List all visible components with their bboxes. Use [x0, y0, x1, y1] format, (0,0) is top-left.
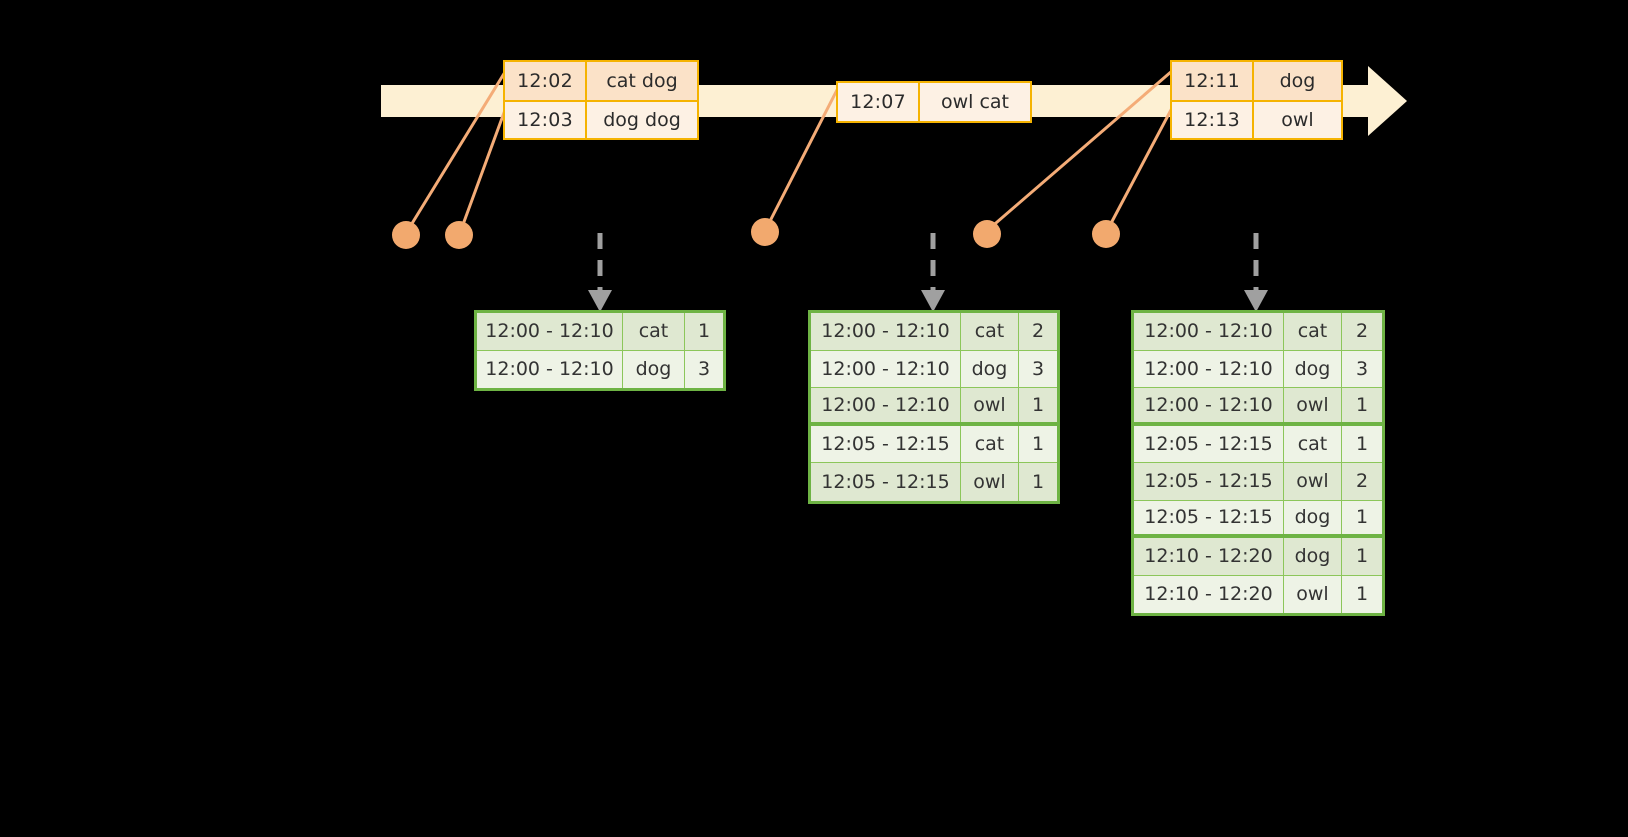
table-row[interactable]: 12:10 - 12:20 dog 1: [1134, 538, 1382, 576]
table-row[interactable]: 12:05 - 12:15 cat 1: [811, 425, 1057, 463]
cell-count: 1: [1355, 583, 1369, 606]
cell-window: 12:05 - 12:15: [811, 463, 961, 501]
connector-line-1: [406, 71, 507, 231]
result-table-3[interactable]: 12:00 - 12:10 cat 2 12:00 - 12:10 dog 3 …: [1131, 310, 1385, 616]
cell-key: owl: [1284, 388, 1342, 422]
cell-window: 12:05 - 12:15: [811, 425, 961, 462]
event-time: 12:03: [505, 102, 587, 138]
event-dot: [1092, 220, 1120, 248]
event-group-1[interactable]: 12:02 cat dog 12:03 dog dog: [503, 60, 699, 140]
cell-count: 1: [697, 320, 711, 343]
cell-key: owl: [1284, 575, 1342, 613]
table-row[interactable]: 12:00 - 12:10 owl 1: [1134, 388, 1382, 426]
table-row[interactable]: 12:05 - 12:15 dog 1: [1134, 500, 1382, 538]
connector-line-3: [765, 87, 840, 228]
timeline-arrowhead: [1368, 66, 1407, 136]
cell-window: 12:10 - 12:20: [1134, 575, 1284, 613]
event-dot: [445, 221, 473, 249]
cell-key: owl: [961, 388, 1019, 422]
cell-count: 1: [1355, 506, 1369, 529]
cell-count: 3: [1031, 357, 1045, 380]
event-words: owl: [1281, 109, 1314, 131]
cell-count: 1: [1355, 432, 1369, 455]
cell-window: 12:00 - 12:10: [477, 313, 623, 350]
cell-count: 2: [1031, 320, 1045, 343]
cell-count: 2: [1355, 320, 1369, 343]
cell-window: 12:00 - 12:10: [811, 388, 961, 422]
dashed-arrow-head-2: [921, 290, 945, 312]
cell-window: 12:05 - 12:15: [1134, 500, 1284, 534]
event-row[interactable]: 12:11 dog: [1172, 62, 1341, 100]
event-group-2[interactable]: 12:07 owl cat: [836, 81, 1032, 123]
table-row[interactable]: 12:05 - 12:15 owl 2: [1134, 463, 1382, 501]
cell-window: 12:00 - 12:10: [1134, 388, 1284, 422]
event-time: 12:13: [1172, 102, 1254, 138]
cell-window: 12:00 - 12:10: [1134, 313, 1284, 350]
cell-key: cat: [961, 313, 1019, 350]
dashed-arrow-heads: [588, 290, 1268, 312]
cell-key: cat: [1284, 425, 1342, 462]
cell-count: 2: [1355, 470, 1369, 493]
event-time: 12:02: [505, 62, 587, 100]
event-words: dog: [1279, 70, 1316, 92]
cell-key: cat: [1284, 313, 1342, 350]
table-row[interactable]: 12:00 - 12:10 dog 3: [1134, 350, 1382, 388]
cell-key: dog: [623, 350, 685, 388]
event-group-3[interactable]: 12:11 dog 12:13 owl: [1170, 60, 1343, 140]
cell-count: 1: [1031, 432, 1045, 455]
table-row[interactable]: 12:10 - 12:20 owl 1: [1134, 575, 1382, 613]
event-time: 12:11: [1172, 62, 1254, 100]
table-row[interactable]: 12:00 - 12:10 cat 2: [811, 313, 1057, 351]
cell-window: 12:00 - 12:10: [477, 350, 623, 388]
cell-key: owl: [1284, 463, 1342, 500]
dashed-arrow-head-1: [588, 290, 612, 312]
table-row[interactable]: 12:00 - 12:10 owl 1: [811, 388, 1057, 426]
event-row[interactable]: 12:13 owl: [1172, 100, 1341, 138]
table-row[interactable]: 12:00 - 12:10 cat 1: [477, 313, 723, 351]
cell-key: dog: [1284, 538, 1342, 575]
cell-window: 12:05 - 12:15: [1134, 425, 1284, 462]
dashed-arrow-head-3: [1244, 290, 1268, 312]
cell-count: 1: [1031, 470, 1045, 493]
event-dot: [392, 221, 420, 249]
cell-count: 1: [1031, 393, 1045, 416]
event-row[interactable]: 12:03 dog dog: [505, 100, 697, 138]
cell-key: cat: [961, 425, 1019, 462]
cell-window: 12:00 - 12:10: [811, 350, 961, 387]
event-words: cat dog: [606, 70, 678, 92]
cell-count: 1: [1355, 545, 1369, 568]
cell-window: 12:05 - 12:15: [1134, 463, 1284, 500]
cell-key: dog: [1284, 350, 1342, 387]
event-row[interactable]: 12:02 cat dog: [505, 62, 697, 100]
result-table-2[interactable]: 12:00 - 12:10 cat 2 12:00 - 12:10 dog 3 …: [808, 310, 1060, 504]
cell-count: 3: [697, 358, 711, 381]
cell-window: 12:00 - 12:10: [811, 313, 961, 350]
table-row[interactable]: 12:00 - 12:10 dog 3: [811, 350, 1057, 388]
table-row[interactable]: 12:05 - 12:15 owl 1: [811, 463, 1057, 501]
event-row[interactable]: 12:07 owl cat: [838, 83, 1030, 121]
cell-window: 12:00 - 12:10: [1134, 350, 1284, 387]
cell-window: 12:10 - 12:20: [1134, 538, 1284, 575]
cell-key: dog: [1284, 500, 1342, 534]
event-time: 12:07: [838, 83, 920, 121]
cell-count: 3: [1355, 357, 1369, 380]
cell-key: dog: [961, 350, 1019, 387]
connector-line-2: [459, 109, 507, 231]
table-row[interactable]: 12:00 - 12:10 cat 2: [1134, 313, 1382, 351]
cell-key: cat: [623, 313, 685, 350]
dashed-arrows: [597, 233, 1259, 292]
event-dot: [973, 220, 1001, 248]
connector-line-5: [1106, 107, 1174, 230]
event-words: owl cat: [940, 91, 1010, 113]
event-dot: [751, 218, 779, 246]
result-table-1[interactable]: 12:00 - 12:10 cat 1 12:00 - 12:10 dog 3: [474, 310, 726, 391]
connector-dots: [392, 218, 1120, 249]
cell-count: 1: [1355, 393, 1369, 416]
table-row[interactable]: 12:05 - 12:15 cat 1: [1134, 425, 1382, 463]
event-words: dog dog: [603, 109, 681, 131]
table-row[interactable]: 12:00 - 12:10 dog 3: [477, 350, 723, 388]
cell-key: owl: [961, 463, 1019, 501]
